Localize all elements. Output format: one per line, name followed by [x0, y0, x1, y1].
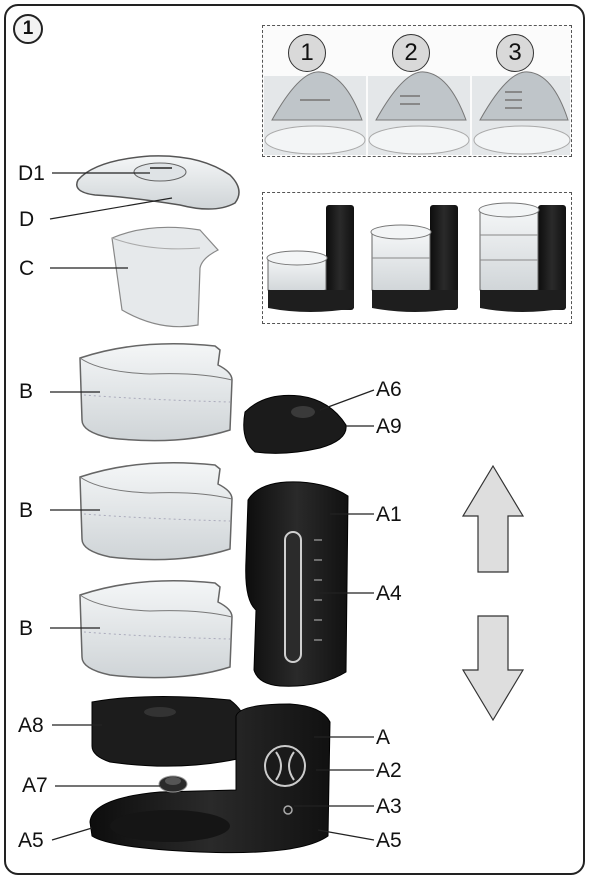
rice-bowl-part-c [111, 226, 219, 328]
stack-two-tier-image [370, 205, 458, 312]
label-a6: A6 [376, 378, 402, 401]
label-b-top: B [19, 380, 34, 403]
label-a5-left: A5 [18, 829, 44, 852]
step-badge-3: 3 [496, 34, 534, 72]
label-a9: A9 [376, 415, 402, 438]
lid-step-3-image [472, 71, 571, 155]
steaming-bowl-b-top [79, 343, 233, 442]
label-d1: D1 [18, 162, 45, 185]
label-a3: A3 [376, 795, 402, 818]
figure-number-badge: 1 [13, 14, 43, 44]
label-d: D [19, 208, 35, 231]
drip-tray-part-a8 [91, 695, 245, 767]
lid-part-d [76, 155, 240, 210]
label-a4: A4 [376, 582, 402, 605]
label-a5-right: A5 [376, 829, 402, 852]
label-a: A [376, 726, 391, 749]
label-a8: A8 [18, 714, 44, 737]
label-b-bottom: B [19, 617, 34, 640]
leader-lines [49, 172, 375, 841]
label-a1: A1 [376, 503, 402, 526]
label-b-middle: B [19, 499, 34, 522]
water-tank-part-a1-a4 [245, 481, 349, 687]
label-a7: A7 [22, 774, 48, 797]
arrow-up-icon [461, 464, 525, 573]
stack-configurations-panel [262, 192, 572, 324]
step-badge-2: 2 [392, 34, 430, 72]
lid-step-1-image [264, 71, 366, 155]
steaming-bowl-b-middle [79, 462, 233, 561]
arrow-down-icon [461, 615, 525, 722]
tank-cover-part-a6-a9 [243, 394, 347, 454]
stack-one-tier-image [266, 205, 354, 312]
step-badge-1: 1 [288, 34, 326, 72]
steaming-bowl-b-bottom [79, 580, 233, 679]
base-unit-part-a [89, 703, 331, 854]
stack-three-tier-image [478, 202, 566, 312]
label-c: C [19, 257, 35, 280]
label-a2: A2 [376, 759, 402, 782]
lid-step-2-image [368, 71, 470, 155]
